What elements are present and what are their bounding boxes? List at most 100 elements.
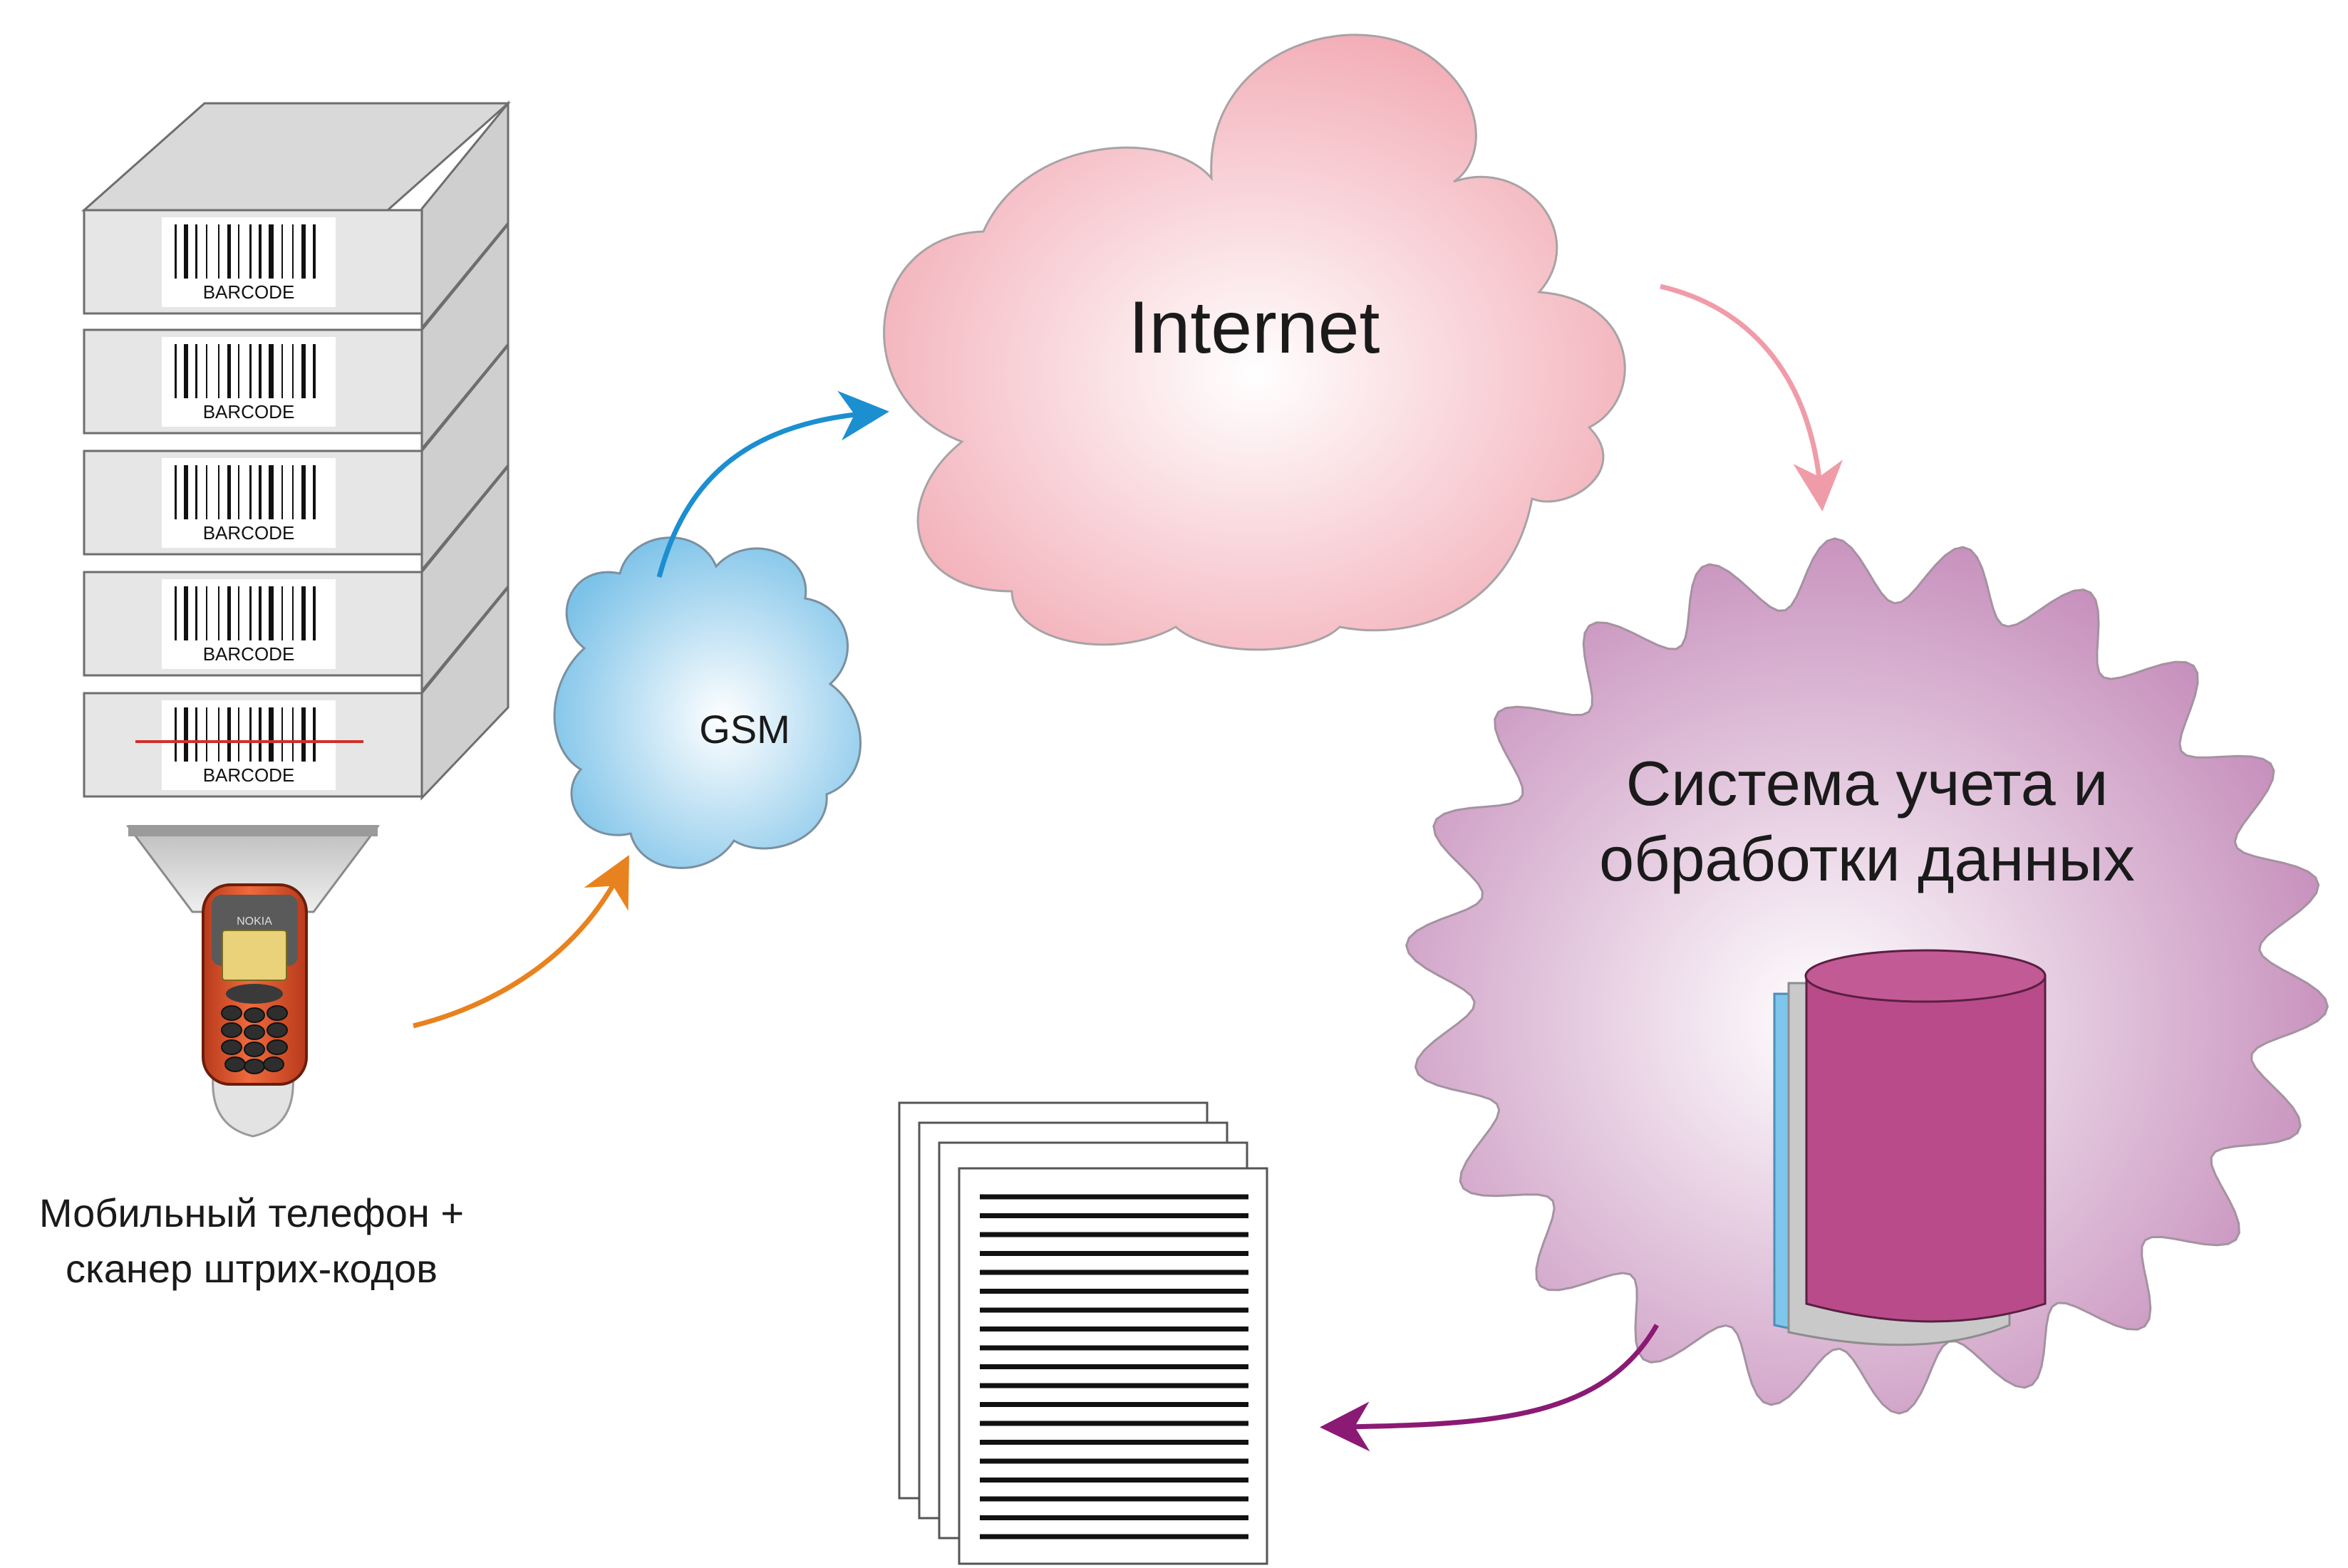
system-label-line1: Система учета и: [1626, 748, 2109, 819]
barcode-bar: [281, 586, 283, 640]
barcode-label: [162, 458, 336, 548]
barcode-label: [162, 700, 336, 790]
barcode-bar: [238, 707, 239, 762]
barcode-text: BARCODE: [203, 764, 295, 786]
barcode-bar: [281, 344, 283, 398]
barcode-label: [162, 579, 336, 669]
barcode-bar: [292, 344, 294, 398]
barcode-bar: [206, 224, 207, 279]
barcode-bar: [269, 344, 274, 398]
barcode-bar: [259, 465, 262, 519]
barcode-bar: [301, 224, 306, 279]
barcode-bar: [269, 586, 274, 640]
barcode-bar: [184, 707, 188, 762]
barcode-bar: [292, 224, 294, 279]
barcode-bar: [249, 344, 252, 398]
barcode-bar: [313, 586, 316, 640]
barcode-bar: [206, 586, 207, 640]
barcode-bar: [281, 224, 283, 279]
arrow-phone-to-gsm: [413, 855, 629, 1029]
barcode-bar: [227, 707, 231, 762]
barcode-bar: [249, 224, 252, 279]
system-label-line2: обработки данных: [1599, 824, 2135, 894]
internet-cloud: [883, 33, 1626, 651]
barcode-text: BARCODE: [203, 401, 295, 422]
barcode-labels: BARCODE BARCODE BARCODE BARCODE BARCODE: [162, 217, 336, 790]
box-stack: [81, 100, 511, 801]
barcode-text: BARCODE: [203, 522, 295, 544]
barcode-bar: [227, 465, 231, 519]
gsm-cloud: [553, 536, 862, 869]
barcode-bar: [227, 586, 231, 640]
barcode-bar: [206, 707, 207, 762]
barcode-bar: [195, 224, 197, 279]
arrow-system-to-reports: [1320, 1324, 1660, 1452]
barcode-bar: [281, 707, 283, 762]
barcode-bar: [218, 344, 219, 398]
barcode-text: BARCODE: [203, 281, 295, 303]
barcode-label: [162, 337, 336, 427]
barcode-bar: [175, 465, 177, 519]
barcode-bar: [184, 465, 188, 519]
barcode-bar: [218, 224, 219, 279]
barcode-bar: [269, 224, 274, 279]
phone-screen: [222, 930, 287, 981]
barcode-bar: [269, 707, 274, 762]
barcode-bar: [249, 586, 252, 640]
barcode-bar: [313, 707, 316, 762]
barcode-bar: [259, 586, 262, 640]
barcode-bar: [218, 586, 219, 640]
barcode-bar: [281, 465, 283, 519]
barcode-bar: [195, 707, 197, 762]
report-text-lines: [980, 1194, 1248, 1540]
device-caption-line2: сканер штрих-кодов: [66, 1246, 438, 1291]
barcode-bar: [238, 224, 239, 279]
gsm-label: GSM: [699, 707, 790, 752]
barcode-bar: [195, 344, 197, 398]
internet-label: Internet: [1129, 286, 1380, 369]
barcode-bar: [184, 224, 188, 279]
barcode-bar: [195, 465, 197, 519]
reports-stack: [898, 1101, 1268, 1565]
barcode-bar: [227, 224, 231, 279]
arrow-internet-to-system: [1660, 284, 1843, 512]
barcode-bar: [269, 465, 274, 519]
barcode-bar: [175, 344, 177, 398]
arrow-gsm-to-internet: [656, 390, 889, 578]
phone-brand: NOKIA: [237, 915, 272, 928]
barcode-bar: [249, 465, 252, 519]
barcode-label: [162, 217, 336, 307]
barcode-bar: [238, 344, 239, 398]
device-caption-line1: Мобильный телефон +: [39, 1190, 464, 1235]
barcode-bar: [175, 586, 177, 640]
barcode-bar: [301, 586, 306, 640]
barcode-bar: [227, 344, 231, 398]
barcode-bar: [301, 465, 306, 519]
barcode-bar: [313, 224, 316, 279]
barcode-bar: [206, 465, 207, 519]
barcode-bar: [292, 707, 294, 762]
barcode-bar: [259, 707, 262, 762]
barcode-bar: [292, 465, 294, 519]
barcode-bar: [238, 586, 239, 640]
barcode-bar: [292, 586, 294, 640]
barcode-bar: [206, 344, 207, 398]
barcode-bar: [184, 586, 188, 640]
barcode-scanner-phone: NOKIA: [126, 825, 380, 1138]
barcode-bar: [313, 465, 316, 519]
barcode-bar: [218, 465, 219, 519]
barcode-bar: [238, 465, 239, 519]
barcode-bar: [184, 344, 188, 398]
barcode-bar: [249, 707, 252, 762]
barcode-bar: [313, 344, 316, 398]
database-icon: [1773, 949, 2047, 1346]
barcode-text: BARCODE: [203, 643, 295, 665]
barcode-bar: [175, 707, 177, 762]
barcode-bar: [218, 707, 219, 762]
barcode-bar: [259, 224, 262, 279]
barcode-bar: [259, 344, 262, 398]
barcode-bar: [301, 707, 306, 762]
barcode-bar: [175, 224, 177, 279]
